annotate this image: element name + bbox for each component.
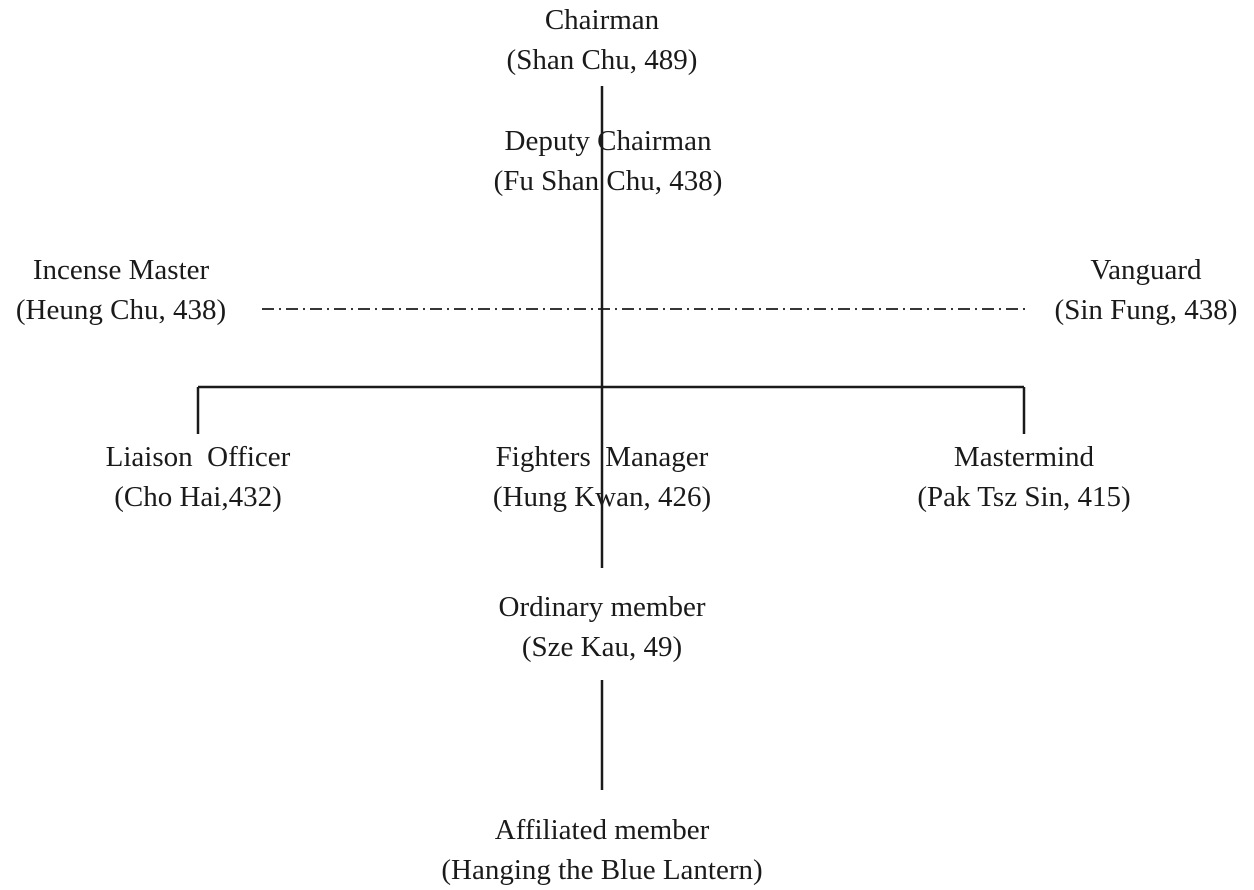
node-chairman-detail: (Shan Chu, 489) (506, 44, 698, 76)
node-deputy-chairman-detail: (Fu Shan Chu, 438) (493, 165, 723, 197)
node-affiliated-member: Affiliated member (Hanging the Blue Lant… (441, 810, 762, 890)
node-chairman: Chairman (Shan Chu, 489) (507, 0, 698, 80)
node-fighters-manager-role: Fighters Manager (495, 441, 709, 473)
node-chairman-role: Chairman (544, 4, 660, 36)
node-incense-master-detail: (Heung Chu, 438) (15, 294, 227, 326)
node-incense-master-role: Incense Master (32, 254, 210, 286)
node-ordinary-member-detail: (Sze Kau, 49) (521, 631, 683, 663)
node-affiliated-member-detail: (Hanging the Blue Lantern) (441, 854, 763, 886)
node-vanguard: Vanguard (Sin Fung, 438) (1055, 250, 1238, 330)
node-mastermind-detail: (Pak Tsz Sin, 415) (917, 481, 1131, 513)
node-affiliated-member-role: Affiliated member (494, 814, 710, 846)
node-vanguard-detail: (Sin Fung, 438) (1054, 294, 1238, 326)
node-liaison-officer-detail: (Cho Hai,432) (114, 481, 282, 513)
node-liaison-officer: Liaison Officer (Cho Hai,432) (106, 437, 291, 517)
node-vanguard-role: Vanguard (1090, 254, 1202, 286)
node-fighters-manager: Fighters Manager (Hung Kwan, 426) (493, 437, 711, 517)
node-mastermind: Mastermind (Pak Tsz Sin, 415) (917, 437, 1130, 517)
node-deputy-chairman: Deputy Chairman (Fu Shan Chu, 438) (494, 121, 723, 201)
node-fighters-manager-detail: (Hung Kwan, 426) (492, 481, 712, 513)
node-liaison-officer-role: Liaison Officer (105, 441, 291, 473)
node-incense-master: Incense Master (Heung Chu, 438) (16, 250, 226, 330)
node-ordinary-member-role: Ordinary member (498, 591, 706, 623)
node-ordinary-member: Ordinary member (Sze Kau, 49) (499, 587, 706, 667)
node-mastermind-role: Mastermind (953, 441, 1095, 473)
node-deputy-chairman-role: Deputy Chairman (504, 125, 712, 157)
